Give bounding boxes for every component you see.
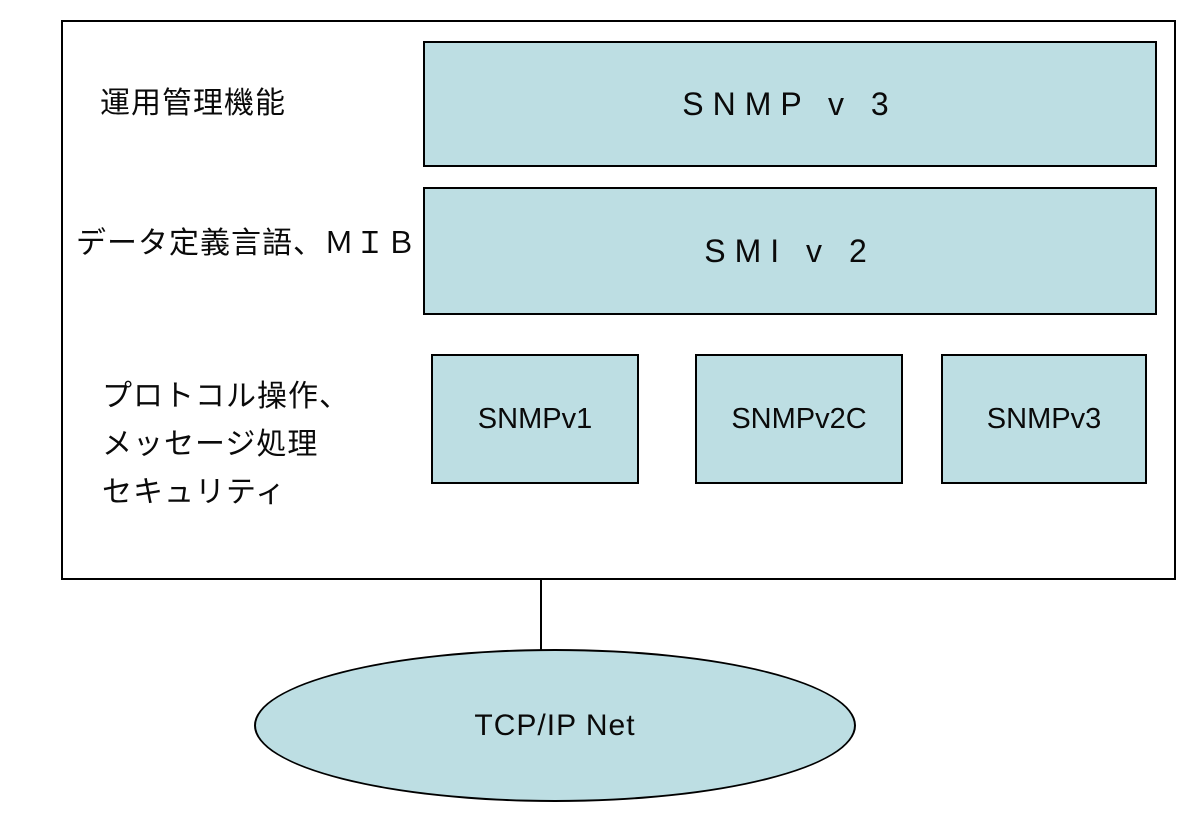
label-protocol-line-3: セキュリティ (102, 476, 287, 509)
box-snmpv1-label: SNMPv1 (477, 402, 593, 435)
label-protocol-line-2: メッセージ処理 (102, 428, 319, 461)
label-protocol-line-1: プロトコル操作、 (102, 380, 350, 413)
box-snmpv3-label: SNMPv3 (986, 402, 1102, 435)
label-data-definition-mib: データ定義言語、ＭＩＢ (76, 227, 417, 260)
box-smi-v2-layer: SMI v 2 (423, 187, 1157, 315)
connector-line (540, 580, 542, 650)
box-snmpv2c-label: SNMPv2C (731, 402, 867, 435)
box-snmp-v3-layer: SNMP v 3 (423, 41, 1157, 167)
box-snmpv3: SNMPv3 (941, 354, 1147, 484)
box-snmp-v3-label: SNMP v 3 (682, 85, 898, 122)
tcpip-network-label: TCP/IP Net (474, 708, 636, 742)
box-snmpv1: SNMPv1 (431, 354, 639, 484)
box-snmpv2c: SNMPv2C (695, 354, 903, 484)
box-smi-v2-label: SMI v 2 (704, 232, 876, 269)
label-operation-management: 運用管理機能 (100, 87, 286, 120)
tcpip-network-ellipse: TCP/IP Net (254, 649, 856, 802)
label-protocol-operations: プロトコル操作、 メッセージ処理 セキュリティ (102, 373, 350, 517)
